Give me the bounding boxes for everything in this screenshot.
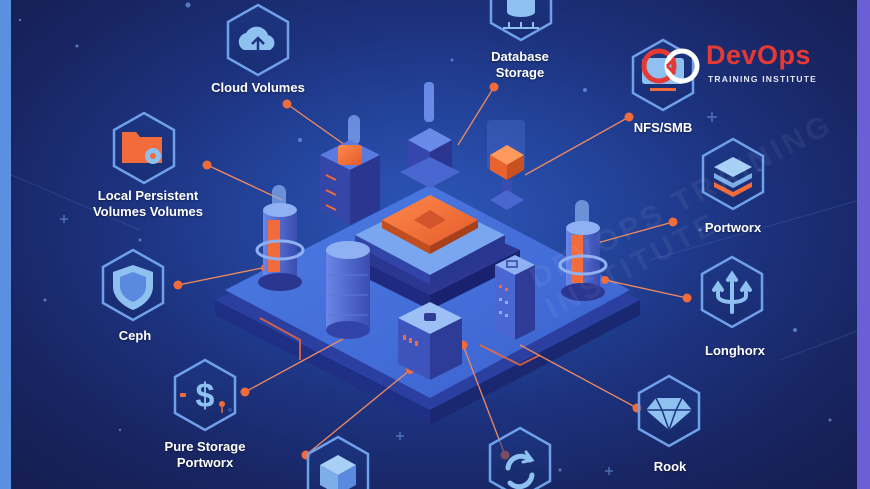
label-pure-storage-portworx: Pure Storage Portworx xyxy=(150,439,260,471)
label-line: Portworx xyxy=(176,455,234,470)
left-border-strip xyxy=(0,0,11,489)
logo-tagline: TRAINING INSTITUTE xyxy=(708,74,817,84)
folder-gear-icon xyxy=(122,132,162,164)
label-line: Database xyxy=(491,49,549,64)
sync-icon xyxy=(505,450,535,489)
label-database-storage: Database Storage xyxy=(470,49,570,81)
svg-text:$: $ xyxy=(196,377,215,415)
shield-icon xyxy=(113,265,153,310)
label-longhorx: Longhorx xyxy=(705,343,765,358)
label-line: Local Persistent xyxy=(97,188,199,203)
cloud-upload-icon xyxy=(238,26,275,52)
cylinder-left xyxy=(255,185,305,291)
diamond-icon xyxy=(646,397,692,433)
devops-logo: DevOps TRAINING INSTITUTE xyxy=(628,40,828,90)
label-cloud-volumes: Cloud Volumes xyxy=(211,80,305,95)
label-line: Pure Storage xyxy=(164,439,246,454)
devops-logo-icon xyxy=(641,48,700,84)
label-line: Volumes Volumes xyxy=(92,204,204,219)
dollar-icon: $ xyxy=(180,377,225,415)
front-box xyxy=(398,302,462,380)
logo-title: DevOps xyxy=(706,40,812,70)
server-rack xyxy=(320,115,380,225)
box-icon xyxy=(320,455,356,489)
sparkle-crosses xyxy=(60,112,717,475)
label-local-persistent-volumes: Local Persistent Volumes Volumes xyxy=(78,188,218,220)
label-line: Storage xyxy=(495,65,545,80)
layers-icon xyxy=(714,157,752,197)
tall-server xyxy=(495,255,535,340)
label-portworx: Portworx xyxy=(704,220,762,235)
cylinder-right xyxy=(558,200,608,301)
trident-icon xyxy=(712,270,752,314)
tower xyxy=(400,82,460,188)
orange-node xyxy=(487,120,525,210)
right-border-strip xyxy=(857,0,870,489)
label-nfs-smb: NFS/SMB xyxy=(633,120,693,135)
database-icon xyxy=(503,0,539,29)
label-rook: Rook xyxy=(653,459,687,474)
database-cylinder xyxy=(326,241,370,339)
connector-lines xyxy=(177,86,688,456)
central-core xyxy=(340,195,520,310)
label-ceph: Ceph xyxy=(118,328,152,343)
